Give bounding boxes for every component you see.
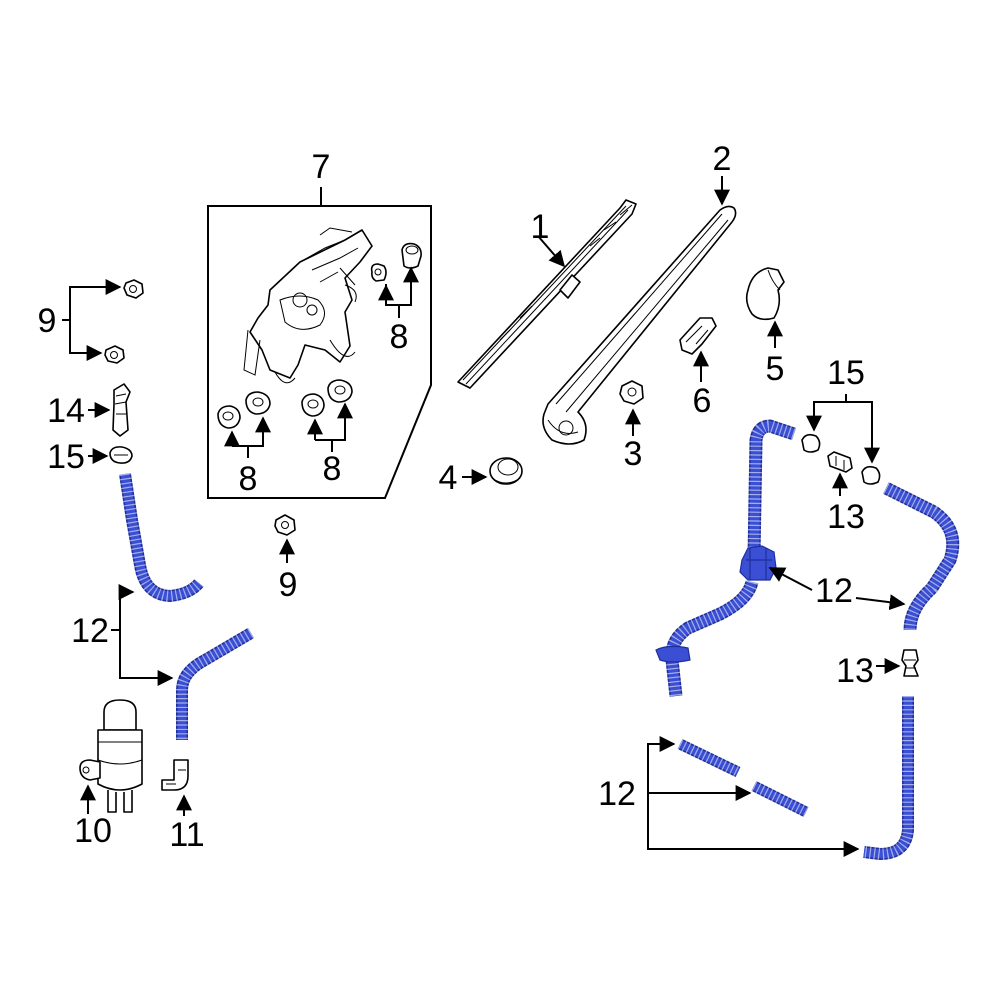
leader-9-top: [69, 279, 122, 320]
hose-junction-connector[interactable]: [739, 545, 777, 581]
clip-15-right-b[interactable]: [861, 465, 881, 485]
bushing-8-top-right[interactable]: [401, 242, 422, 269]
callout-11: 11: [169, 816, 204, 854]
hose-12-right-long[interactable]: [863, 696, 914, 860]
callout-7: 7: [312, 148, 331, 186]
callout-9-lower: 9: [279, 566, 298, 604]
callout-2: 2: [713, 140, 732, 178]
callout-8-right: 8: [323, 450, 342, 488]
leader-8-top: [385, 266, 419, 306]
connector-13-upper[interactable]: [827, 451, 853, 473]
clip-15-left[interactable]: [109, 446, 133, 464]
callout-8-top: 8: [390, 318, 409, 356]
callout-12-right: 12: [815, 572, 853, 610]
callout-6: 6: [693, 382, 712, 420]
leader-1: [537, 235, 566, 268]
right-connectors-group: [801, 394, 919, 677]
leader-12-bottom-a: [647, 736, 676, 794]
wiper-motor-assembly-group: [207, 187, 432, 499]
nut-3[interactable]: [619, 380, 644, 405]
nuts-9-group: [62, 279, 296, 563]
callout-10: 10: [74, 812, 112, 850]
bushing-8-mid-a[interactable]: [301, 393, 325, 417]
nut-9-top[interactable]: [123, 279, 144, 299]
callout-9-left: 9: [38, 302, 57, 340]
left-nozzle-group: [88, 383, 133, 464]
leader-15-right: [806, 401, 846, 432]
wiper-arm-2[interactable]: [542, 205, 737, 445]
bushing-8-top-small[interactable]: [370, 263, 387, 282]
left-hoses-group: [111, 472, 255, 740]
callout-1: 1: [531, 208, 550, 246]
motor-kit-box: [207, 205, 432, 499]
callout-13-upper: 13: [827, 498, 865, 536]
callout-14: 14: [47, 392, 85, 430]
callout-15-right: 15: [827, 354, 865, 392]
callout-13-lower: 13: [836, 652, 874, 690]
bushing-8-left-a[interactable]: [217, 405, 241, 429]
callout-12-left: 12: [71, 612, 109, 650]
leader-12-left-lower: [119, 630, 174, 686]
leader-12-right-a: [768, 567, 813, 591]
clip-15-right-a[interactable]: [801, 433, 821, 453]
wiper-motor[interactable]: [243, 227, 373, 384]
callout-3: 3: [624, 435, 643, 473]
clip-6[interactable]: [679, 317, 717, 355]
callout-8-left: 8: [239, 460, 258, 498]
callout-15-left: 15: [47, 438, 85, 476]
elbow-connector-11[interactable]: [161, 759, 189, 791]
washer-pump-10[interactable]: [79, 699, 143, 813]
leader-8-left: [232, 416, 271, 447]
pivot-cap-5[interactable]: [745, 267, 785, 321]
grommet-4[interactable]: [489, 457, 523, 485]
wiper-blade-1[interactable]: [457, 199, 637, 389]
callout-5: 5: [766, 350, 785, 388]
nut-9-lower[interactable]: [274, 514, 296, 536]
nut-9-middle[interactable]: [104, 345, 125, 364]
callout-4: 4: [439, 459, 458, 497]
connector-13-lower[interactable]: [901, 649, 919, 677]
bushing-8-left-b[interactable]: [245, 391, 271, 415]
bushing-8-mid-b[interactable]: [327, 379, 353, 403]
leader-12-right-b: [855, 594, 906, 611]
right-hoses-group: [647, 418, 960, 862]
leader-8-right: [315, 402, 353, 441]
leader-12-left-upper: [118, 584, 135, 630]
callout-12-bottom: 12: [598, 775, 636, 813]
washer-nozzle-14[interactable]: [112, 383, 131, 437]
